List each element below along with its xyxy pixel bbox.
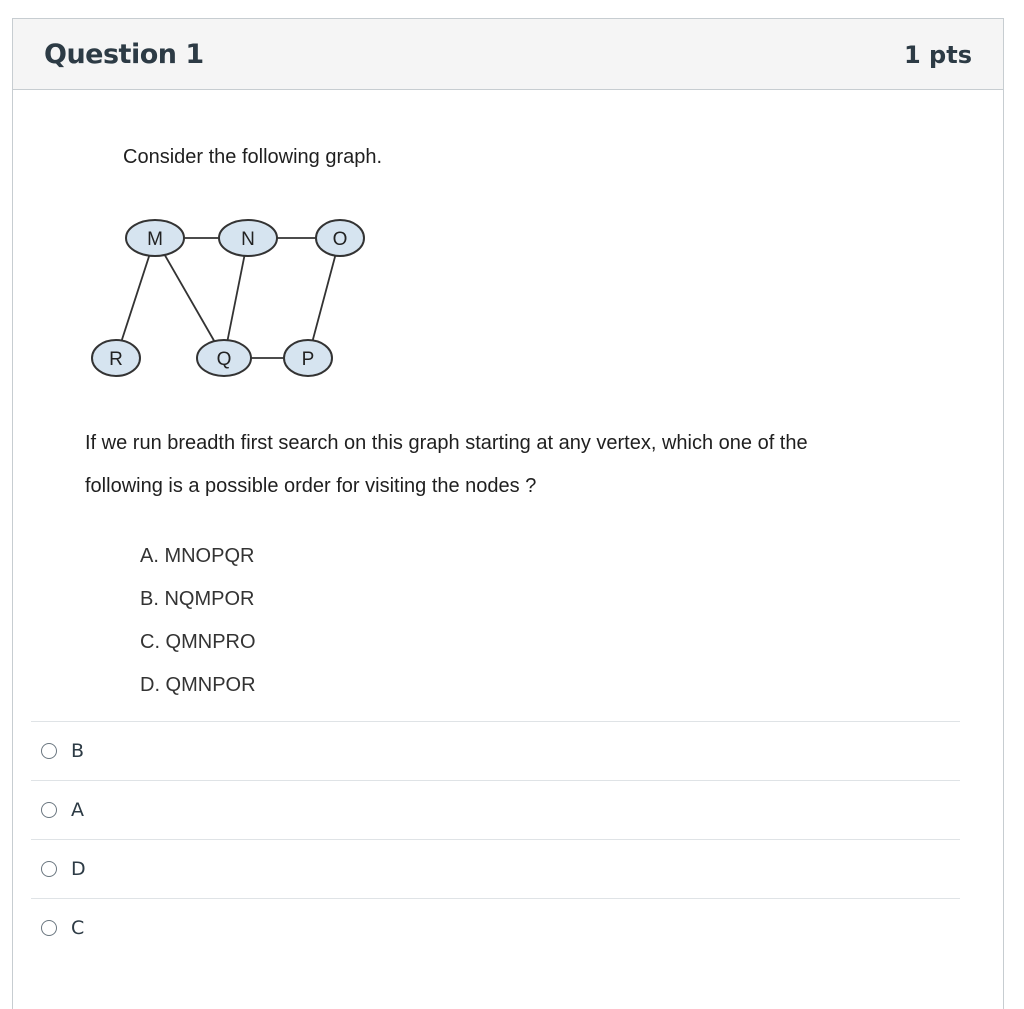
node-o — [315, 219, 365, 257]
answer-choice[interactable]: A — [31, 780, 960, 839]
node-r — [91, 339, 141, 377]
graph-figure: M N O R Q P — [91, 219, 365, 377]
node-m — [125, 219, 185, 257]
radio-button[interactable] — [41, 743, 57, 759]
node-p — [283, 339, 333, 377]
option-d: D. QMNPOR — [140, 674, 256, 696]
option-b: B. NQMPOR — [140, 588, 255, 610]
radio-button[interactable] — [41, 861, 57, 877]
answer-label: A — [71, 799, 84, 821]
question-points: 1 pts — [904, 41, 972, 69]
question-title: Question 1 — [44, 39, 204, 70]
option-c: C. QMNPRO — [140, 631, 256, 653]
edge-o-p — [307, 237, 341, 359]
question-card: Question 1 1 pts — [12, 18, 1004, 1009]
answer-choice[interactable]: D — [31, 839, 960, 898]
edge-n-q — [223, 237, 249, 359]
node-n — [218, 219, 278, 257]
question-header: Question 1 1 pts — [13, 19, 1003, 90]
answer-label: C — [71, 917, 85, 939]
node-label-m: M — [147, 229, 163, 250]
answer-label: D — [71, 858, 86, 880]
question-prompt-line1: If we run breadth first search on this g… — [85, 432, 808, 454]
question-intro: Consider the following graph. — [123, 146, 383, 168]
option-a: A. MNOPQR — [140, 545, 255, 567]
answer-list: B A D C — [31, 721, 960, 957]
answer-label: B — [71, 740, 85, 762]
edge-m-q — [154, 237, 225, 359]
question-prompt-line2: following is a possible order for visiti… — [85, 475, 537, 497]
node-label-q: Q — [217, 349, 232, 370]
edge-m-r — [115, 237, 156, 359]
node-label-r: R — [109, 349, 123, 370]
radio-button[interactable] — [41, 920, 57, 936]
answer-choice[interactable]: C — [31, 898, 960, 957]
option-list: A. MNOPQR B. NQMPOR C. QMNPRO D. QMNPOR — [140, 544, 256, 716]
node-label-p: P — [302, 349, 315, 370]
node-label-o: O — [333, 229, 348, 250]
answer-choice[interactable]: B — [31, 721, 960, 780]
node-q — [196, 339, 252, 377]
node-label-n: N — [241, 229, 255, 250]
radio-button[interactable] — [41, 802, 57, 818]
